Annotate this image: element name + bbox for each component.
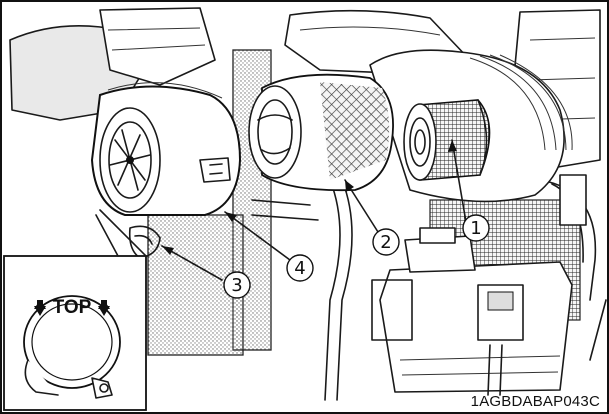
outer-element [248,73,394,192]
up-arrow-icon [34,300,46,309]
callout-4: 4 [286,254,314,282]
inner-element [403,99,491,181]
callout-4-label: 4 [294,258,305,279]
callout-1: 1 [462,214,490,242]
leader-lines [161,139,467,281]
callout-2-label: 2 [380,232,391,253]
callout-3: 3 [223,271,251,299]
callout-3-label: 3 [231,275,242,296]
battery-block [371,227,573,396]
figure-code: 1AGBDABAP043C [471,393,600,410]
callout-1-label: 1 [470,218,481,239]
up-arrow-icon [98,300,110,309]
top-mark-inset: TOP [3,209,147,411]
cover [90,82,242,216]
evacuator-valve [128,225,161,259]
callout-2: 2 [372,228,400,256]
top-mark-text: TOP [53,297,92,318]
